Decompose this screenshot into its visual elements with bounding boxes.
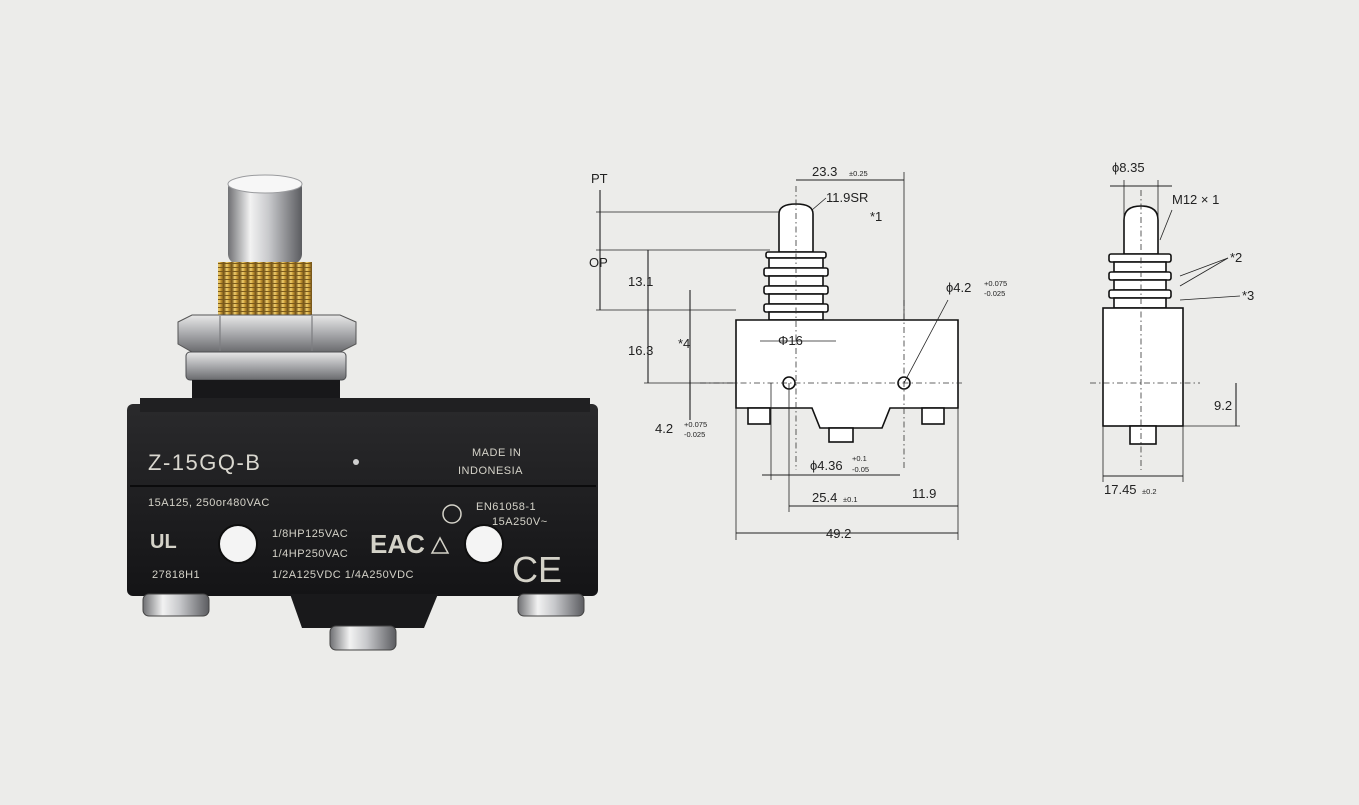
- ce-mark: CE: [512, 549, 562, 590]
- code-label: 27818H1: [152, 569, 200, 581]
- eac-mark: EAC: [370, 529, 425, 559]
- hp-line-1: 1/8HP125VAC: [272, 528, 348, 540]
- bottom-hole-label: ϕ4.36: [810, 458, 843, 473]
- rating-line: 15A125, 250or480VAC: [148, 497, 270, 509]
- ccc-mark: [442, 504, 462, 524]
- origin-line-2: INDONESIA: [458, 465, 523, 477]
- hp-line-2: 1/4HP250VAC: [272, 548, 348, 560]
- phi16-label: Φ16: [778, 333, 803, 348]
- pt-label: PT: [591, 171, 608, 186]
- note-3: *3: [1242, 288, 1254, 303]
- bottom-tol-lower: -0.05: [852, 465, 869, 474]
- side-width-tol: ±0.2: [1142, 487, 1157, 496]
- washer: [185, 351, 347, 381]
- ul-mark: UL: [150, 531, 177, 553]
- front-view-drawing: PT OP 13.1 16.3 *4 23.3 ±0.25 11.9SR *1 …: [589, 164, 1007, 541]
- plunger: [228, 178, 302, 264]
- dim-9-2: 9.2: [1214, 398, 1232, 413]
- dim-49-2: 49.2: [826, 526, 851, 541]
- standard-label: EN61058-1: [476, 501, 536, 513]
- side-width-label: 17.45: [1104, 482, 1137, 497]
- note-4: *4: [678, 336, 690, 351]
- standard-rating: 15A250V~: [492, 516, 548, 528]
- hp-line-3: 1/2A125VDC 1/4A250VDC: [272, 569, 414, 581]
- switch-photo: Z-15GQ-B MADE IN INDONESIA 15A125, 250or…: [127, 174, 598, 651]
- dim-25-4: 25.4: [812, 490, 837, 505]
- hole-dia-label: ϕ4.2: [946, 280, 971, 295]
- dim-11-9: 11.9: [912, 486, 936, 501]
- sr-label: 11.9SR: [826, 190, 868, 205]
- side-view-drawing: ϕ8.35 M12 × 1 *2 *3 9.2 17.45 ±0.2: [1090, 160, 1254, 497]
- dim-16-3: 16.3: [628, 343, 653, 358]
- hex-nut: [177, 314, 357, 353]
- warning-triangle-icon: [430, 536, 450, 554]
- dim-23-3: 23.3: [812, 164, 837, 179]
- thread-label: M12 × 1: [1172, 192, 1219, 207]
- hole-tol-lower: -0.025: [984, 289, 1005, 298]
- threaded-bushing: [218, 262, 312, 324]
- model-label: Z-15GQ-B: [148, 450, 261, 475]
- note-1: *1: [870, 209, 882, 224]
- dim-23-3-tol: ±0.25: [849, 169, 868, 178]
- dim-13-1: 13.1: [628, 274, 653, 289]
- left-tol-upper: +0.075: [684, 420, 707, 429]
- hole-tol-upper: +0.075: [984, 279, 1007, 288]
- terminal-screws: [142, 593, 585, 651]
- side-dia-label: ϕ8.35: [1112, 160, 1145, 175]
- note-2: *2: [1230, 250, 1242, 265]
- op-label: OP: [589, 255, 608, 270]
- left-dim: 4.2: [655, 421, 673, 436]
- origin-line-1: MADE IN: [472, 447, 521, 459]
- left-tol-lower: -0.025: [684, 430, 705, 439]
- bottom-tol-upper: +0.1: [852, 454, 867, 463]
- dim-25-4-tol: ±0.1: [843, 495, 858, 504]
